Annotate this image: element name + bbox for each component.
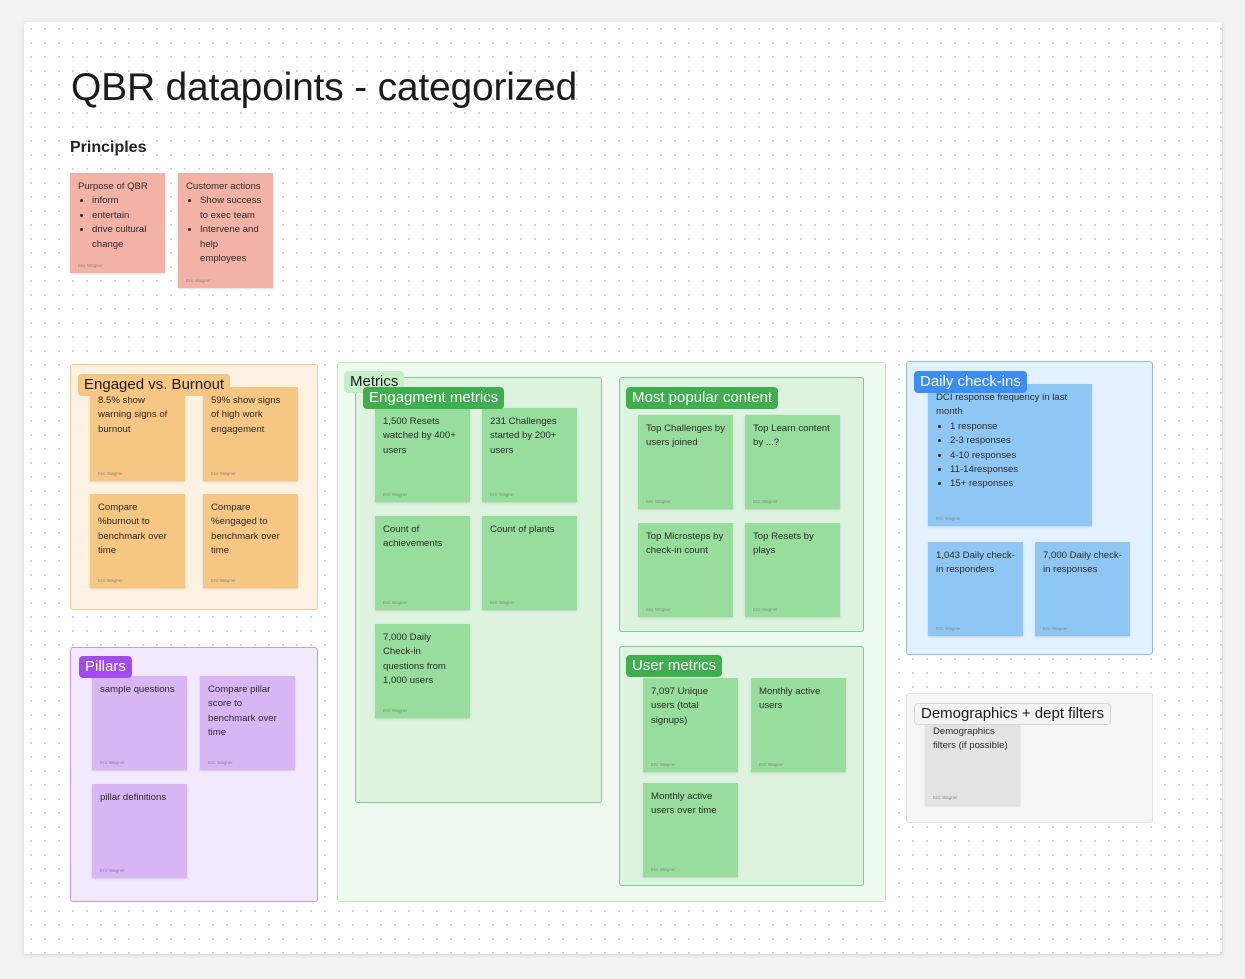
sticky-note[interactable]: 1,500 Resets watched by 400+ users Eric …	[375, 408, 470, 502]
sticky-note-dci-response-frequency[interactable]: DCI response frequency in last month 1 r…	[928, 384, 1092, 526]
note-author: Eric Wagner	[98, 578, 123, 583]
note-author: Eric Wagner	[186, 278, 211, 283]
note-text: 1,500 Resets watched by 400+ users	[383, 416, 456, 456]
sticky-note-title: Customer actions	[186, 181, 261, 192]
sticky-note[interactable]: Compare %engaged to benchmark over time …	[203, 494, 298, 588]
list-item: 11-14responses	[950, 463, 1084, 477]
note-text: 7,000 Daily Check-in questions from 1,00…	[383, 632, 446, 687]
note-author: Eric Wagner	[100, 760, 125, 765]
principles-heading: Principles	[70, 139, 147, 156]
sticky-note[interactable]: Top Challenges by users joined Eric Wagn…	[638, 415, 733, 509]
note-author: Eric Wagner	[936, 626, 961, 631]
sticky-note-customer-actions[interactable]: Customer actions Show success to exec te…	[178, 173, 273, 288]
note-author: Eric Wagner	[651, 867, 676, 872]
note-text: sample questions	[100, 684, 175, 695]
section-label-engagement-metrics[interactable]: Engagment metrics	[363, 387, 505, 409]
note-author: Eric Wagner	[211, 578, 236, 583]
list-item: entertain	[92, 209, 157, 223]
note-author: Eric Wagner	[753, 499, 778, 504]
note-text: Monthly active users	[759, 686, 821, 712]
list-item: 4-10 responses	[950, 449, 1084, 463]
sticky-note[interactable]: Count of plants Eric Wagner	[482, 516, 577, 610]
note-author: Eric Wagner	[208, 760, 233, 765]
note-author: Eric Wagner	[211, 471, 236, 476]
note-author: Eric Wagner	[383, 708, 408, 713]
sticky-note[interactable]: Top Resets by plays Eric Wagner	[745, 523, 840, 617]
sticky-note[interactable]: pillar definitions Eric Wagner	[92, 784, 187, 878]
sticky-note[interactable]: Compare %burnout to benchmark over time …	[90, 494, 185, 588]
note-author: Eric Wagner	[936, 516, 961, 521]
sticky-note[interactable]: Top Microsteps by check-in count Eric Wa…	[638, 523, 733, 617]
note-text: 7,000 Daily check-in responses	[1043, 550, 1122, 576]
sticky-note[interactable]: Top Learn content by ...? Eric Wagner	[745, 415, 840, 509]
note-text: Demographics filters (if possible)	[933, 726, 1008, 752]
list-item: drive cultural change	[92, 223, 157, 252]
section-label-engaged-vs-burnout[interactable]: Engaged vs. Burnout	[78, 374, 231, 396]
list-item: 2-3 responses	[950, 434, 1084, 448]
note-author: Eric Wagner	[646, 499, 671, 504]
note-text: Top Resets by plays	[753, 531, 814, 557]
note-text: Top Learn content by ...?	[753, 423, 830, 449]
note-text: 8.5% show warning signs of burnout	[98, 395, 168, 435]
list-item: Intervene and help employees	[200, 223, 265, 266]
note-text: Compare %engaged to benchmark over time	[211, 502, 280, 557]
note-text: 59% show signs of high work engagement	[211, 395, 281, 435]
note-author: Eric Wagner	[759, 762, 784, 767]
note-author: Eric Wagner	[753, 607, 778, 612]
sticky-note[interactable]: 231 Challenges started by 200+ users Eri…	[482, 408, 577, 502]
note-text: Monthly active users over time	[651, 791, 717, 817]
list-item: 1 response	[950, 420, 1084, 434]
page-title: QBR datapoints - categorized	[71, 66, 578, 109]
sticky-note[interactable]: 7,000 Daily Check-in questions from 1,00…	[375, 624, 470, 718]
note-author: Eric Wagner	[646, 607, 671, 612]
note-text: Top Microsteps by check-in count	[646, 531, 724, 557]
note-author: Eric Wagner	[490, 492, 515, 497]
section-label-demographics[interactable]: Demographics + dept filters	[914, 703, 1112, 725]
sticky-note-title: DCI response frequency in last month	[936, 392, 1068, 418]
note-text: pillar definitions	[100, 792, 167, 803]
sticky-note[interactable]: 7,000 Daily check-in responses Eric Wagn…	[1035, 542, 1130, 636]
note-text: Top Challenges by users joined	[646, 423, 725, 449]
note-author: Eric Wagner	[1043, 626, 1068, 631]
note-author: Eric Wagner	[383, 600, 408, 605]
note-text: 1,043 Daily check-in responders	[936, 550, 1015, 576]
list-item: inform	[92, 194, 157, 208]
note-author: Eric Wagner	[78, 263, 103, 268]
list-item: 15+ responses	[950, 477, 1084, 491]
sticky-note[interactable]: Monthly active users over time Eric Wagn…	[643, 783, 738, 877]
sticky-note[interactable]: 8.5% show warning signs of burnout Eric …	[90, 387, 185, 481]
note-text: Compare %burnout to benchmark over time	[98, 502, 167, 557]
sticky-note[interactable]: 59% show signs of high work engagement E…	[203, 387, 298, 481]
sticky-note[interactable]: Compare pillar score to benchmark over t…	[200, 676, 295, 770]
note-text: Count of plants	[490, 524, 555, 535]
list-item: Show success to exec team	[200, 194, 265, 223]
note-author: Eric Wagner	[98, 471, 123, 476]
sticky-note-purpose-of-qbr[interactable]: Purpose of QBR inform entertain drive cu…	[70, 173, 165, 273]
note-text: 231 Challenges started by 200+ users	[490, 416, 557, 456]
section-label-user-metrics[interactable]: User metrics	[626, 655, 723, 677]
sticky-note[interactable]: Monthly active users Eric Wagner	[751, 678, 846, 772]
sticky-note[interactable]: Count of achievements Eric Wagner	[375, 516, 470, 610]
note-text: 7,097 Unique users (total signups)	[651, 686, 709, 726]
note-author: Eric Wagner	[651, 762, 676, 767]
note-author: Eric Wagner	[100, 868, 125, 873]
section-label-daily-check-ins[interactable]: Daily check-ins	[914, 371, 1027, 393]
sticky-note[interactable]: 1,043 Daily check-in responders Eric Wag…	[928, 542, 1023, 636]
note-text: Compare pillar score to benchmark over t…	[208, 684, 277, 739]
sticky-note[interactable]: sample questions Eric Wagner	[92, 676, 187, 770]
note-author: Eric Wagner	[933, 795, 958, 800]
note-author: Eric Wagner	[383, 492, 408, 497]
sticky-note[interactable]: Demographics filters (if possible) Eric …	[925, 711, 1020, 805]
section-label-most-popular-content[interactable]: Most popular content	[626, 387, 779, 409]
sticky-note-title: Purpose of QBR	[78, 181, 148, 192]
note-author: Eric Wagner	[490, 600, 515, 605]
section-label-pillars[interactable]: Pillars	[79, 656, 132, 678]
note-text: Count of achievements	[383, 524, 443, 550]
sticky-note[interactable]: 7,097 Unique users (total signups) Eric …	[643, 678, 738, 772]
